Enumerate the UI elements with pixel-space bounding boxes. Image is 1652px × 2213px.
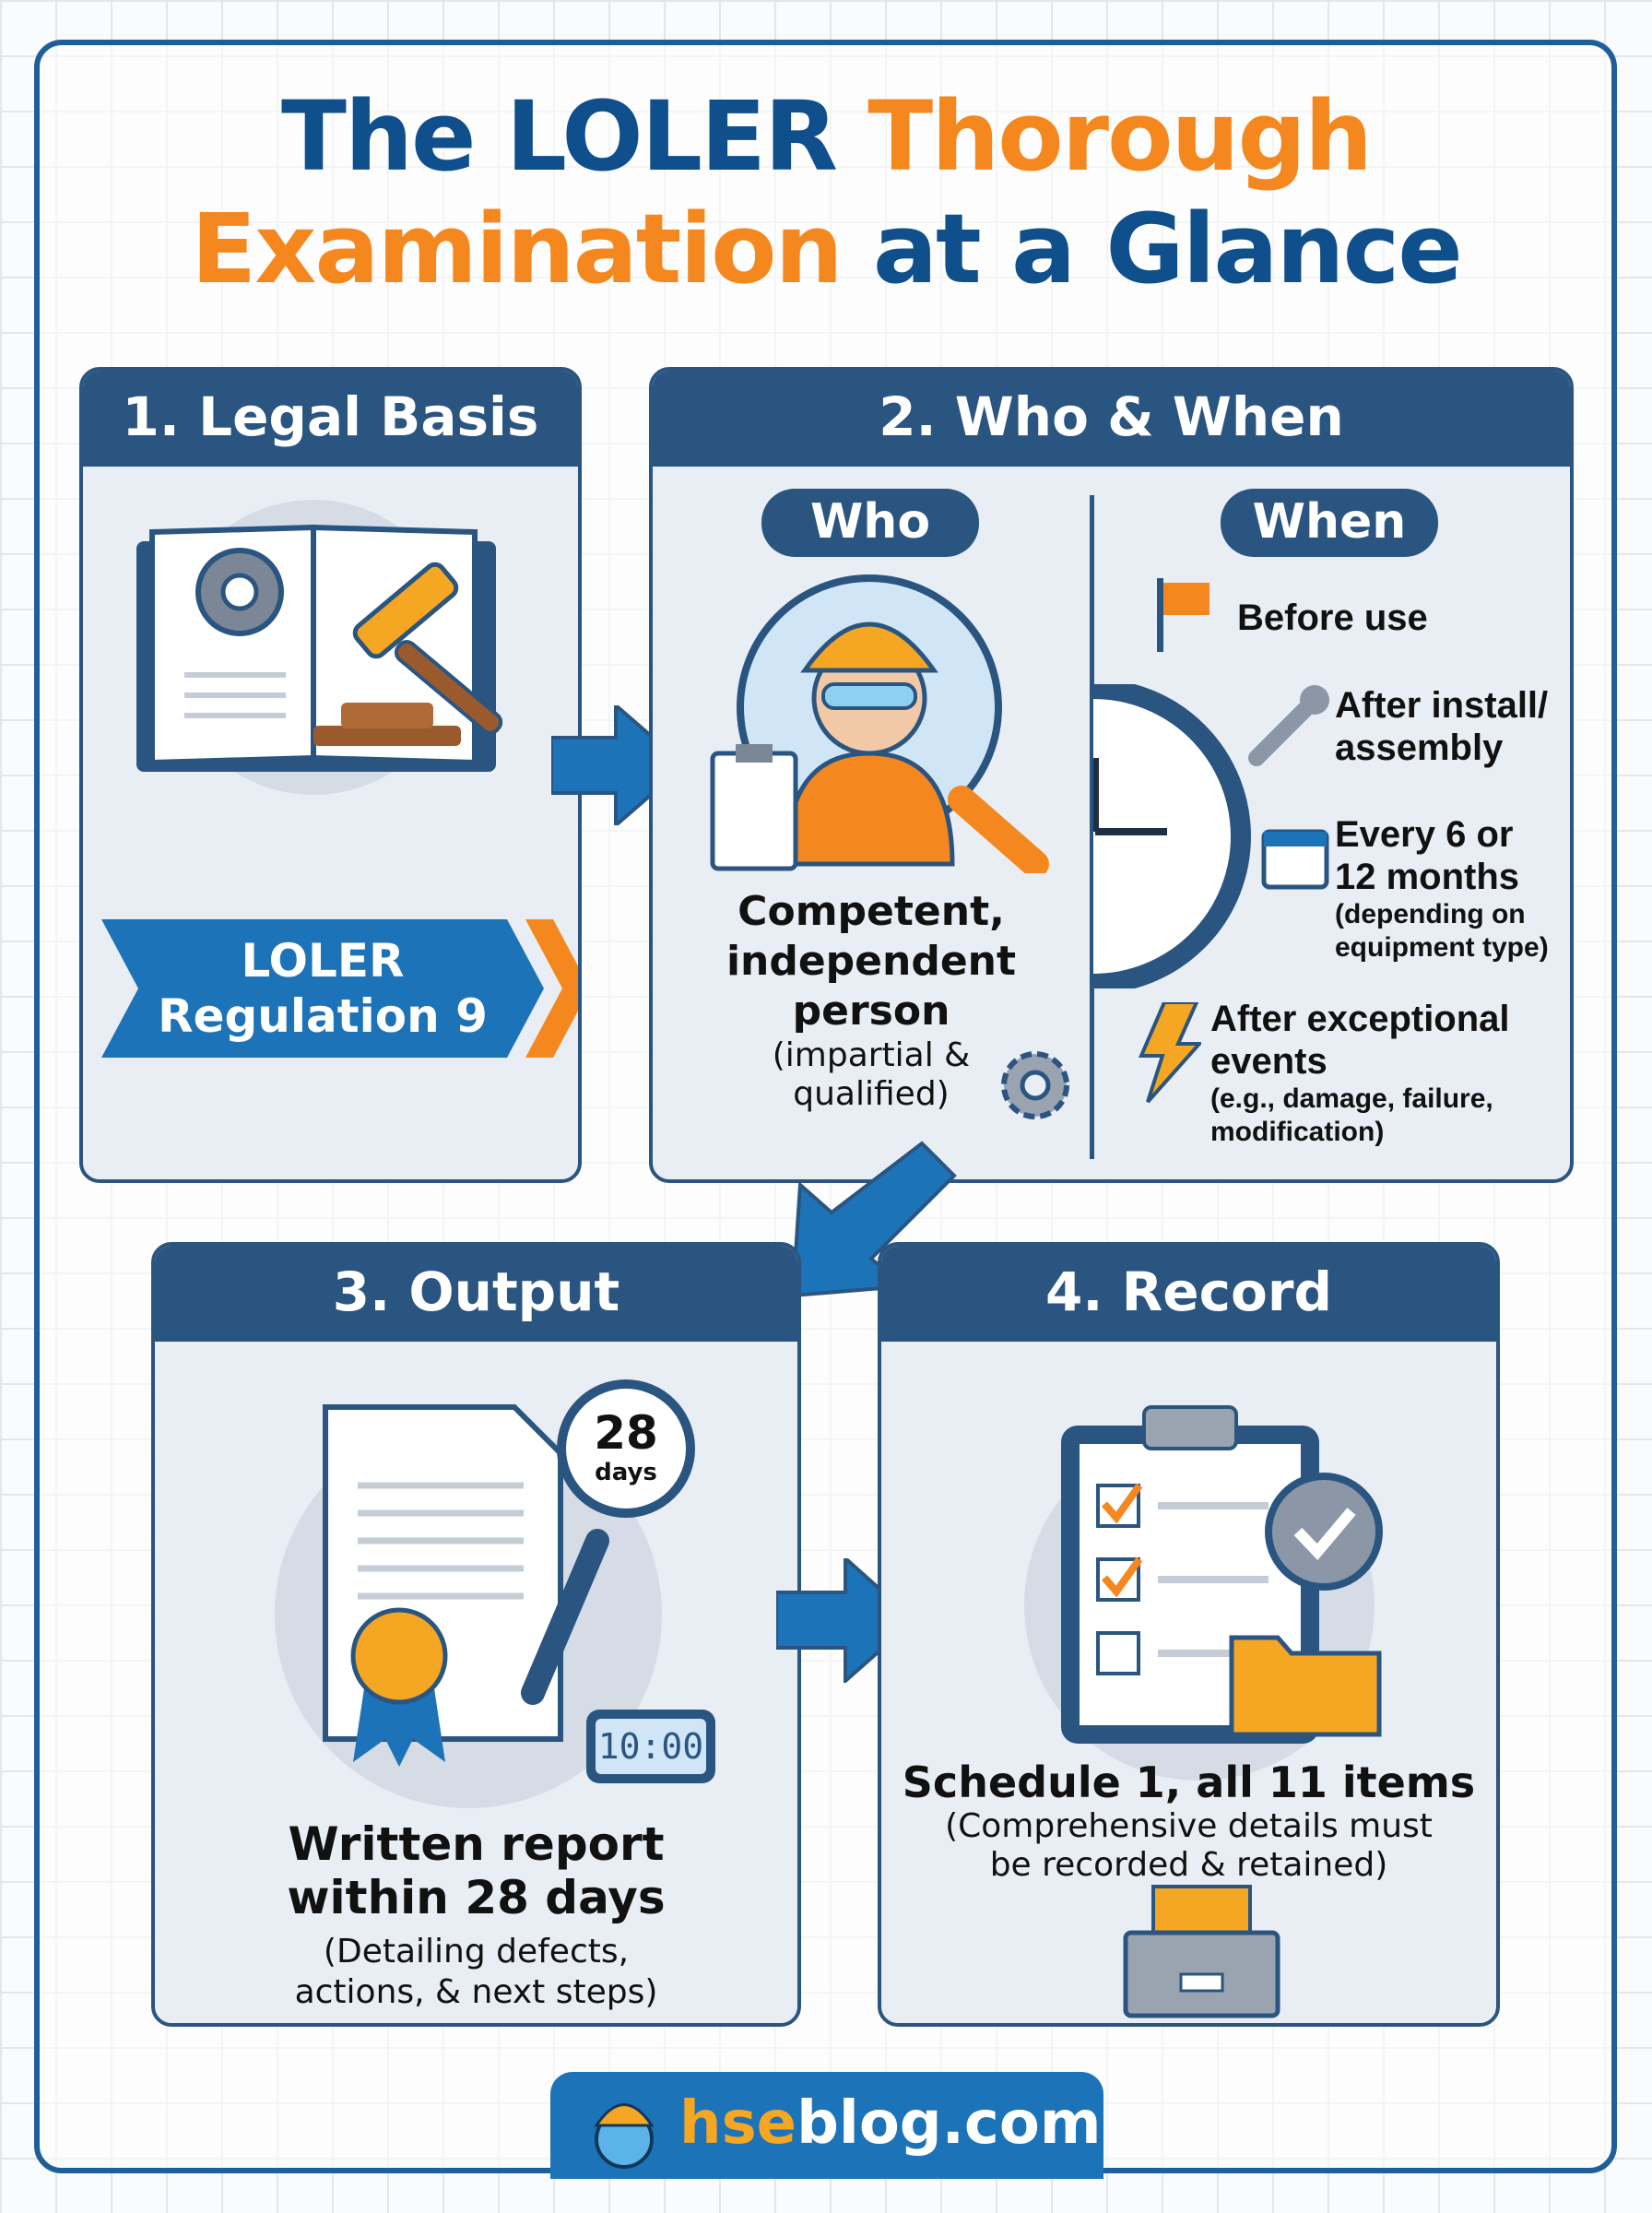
inspector-icon bbox=[710, 574, 1049, 873]
panel-record: 4. Record Schedule 1, all 11 items (Comp… bbox=[878, 1242, 1500, 2027]
digital-clock-icon: 10:00 bbox=[586, 1710, 715, 1783]
panel-header: 1. Legal Basis bbox=[83, 371, 578, 467]
globe-hardhat-icon bbox=[594, 2103, 655, 2169]
panel-who-when: 2. Who & When Who When Competent,indepen… bbox=[649, 367, 1574, 1183]
pen-icon bbox=[521, 1529, 609, 1705]
clipboard-icon bbox=[710, 744, 798, 871]
clock-icon bbox=[1093, 684, 1251, 988]
panel-header: 4. Record bbox=[881, 1246, 1496, 1342]
gear-icon bbox=[195, 548, 284, 636]
title-line-2: Examination at a Glance bbox=[191, 193, 1463, 305]
when-item-after-install: After install/assembly bbox=[1335, 685, 1549, 768]
regulation-banner bbox=[101, 919, 578, 1058]
footer-brand[interactable]: hseblog.com bbox=[550, 2072, 1103, 2179]
filing-drawer-icon bbox=[1123, 1885, 1280, 2018]
who-pill: Who bbox=[761, 489, 979, 557]
flag-icon bbox=[1157, 578, 1210, 652]
divider bbox=[1090, 495, 1094, 1159]
award-ribbon-icon bbox=[350, 1607, 448, 1767]
folder-icon bbox=[1229, 1635, 1382, 1737]
panel-header: 2. Who & When bbox=[653, 371, 1570, 467]
gear-icon bbox=[1001, 1051, 1069, 1119]
magnifier-icon bbox=[948, 786, 1049, 873]
check-circle-icon bbox=[1265, 1473, 1383, 1591]
law-book-icon bbox=[136, 500, 503, 795]
stopwatch-icon: 28 days bbox=[557, 1379, 695, 1518]
lightning-icon bbox=[1138, 1002, 1201, 1104]
arrow-down-left-icon bbox=[790, 1141, 957, 1298]
panel-header: 3. Output bbox=[155, 1246, 797, 1342]
gavel-icon bbox=[313, 562, 503, 746]
calendar-icon bbox=[1261, 829, 1329, 890]
checklist-clipboard-icon bbox=[1061, 1405, 1383, 1744]
title-line-1: The LOLER Thorough bbox=[281, 80, 1373, 193]
wrench-icon bbox=[1248, 685, 1329, 766]
when-pill: When bbox=[1221, 489, 1438, 557]
record-description: Schedule 1, all 11 items (Comprehensive … bbox=[902, 1757, 1476, 1884]
when-item-before-use: Before use bbox=[1237, 598, 1428, 638]
